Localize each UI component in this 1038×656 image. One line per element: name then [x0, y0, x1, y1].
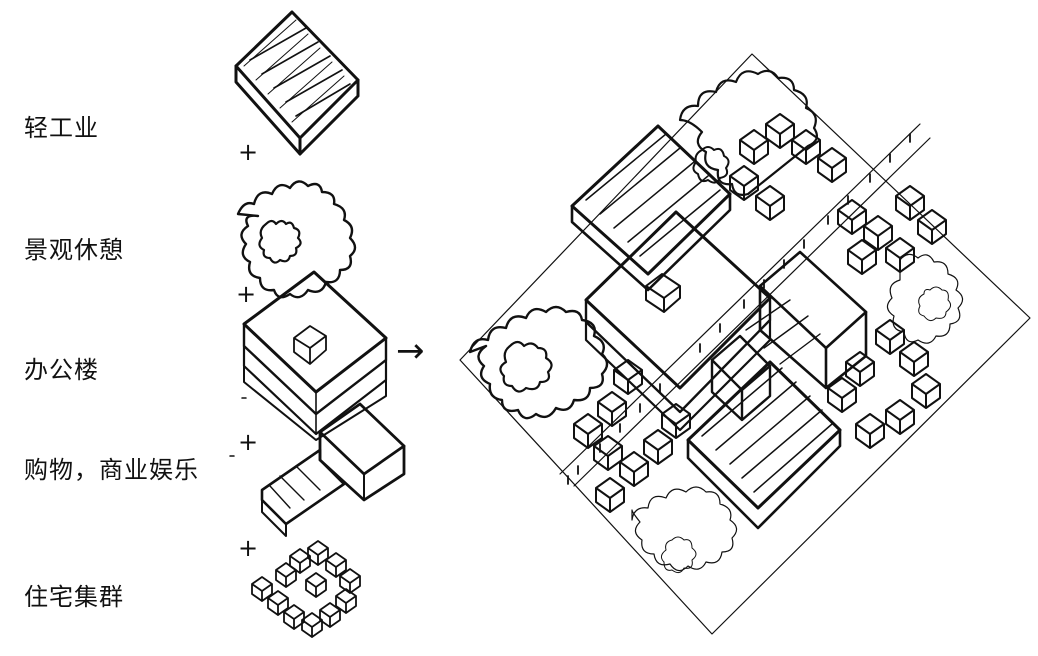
housing-block-drawing: [251, 540, 361, 638]
shopping-block-drawing: [260, 402, 406, 537]
composite-site-drawing: [459, 53, 1031, 635]
label-office-building: 办公楼: [24, 356, 99, 384]
landscape-block-drawing: [236, 180, 357, 299]
industry-block-drawing: [234, 10, 360, 156]
plus-sign-3: +: [238, 428, 259, 456]
plus-sign-1: +: [238, 138, 259, 166]
plus-sign-2: +: [236, 280, 257, 308]
arrow-combine: →: [396, 331, 425, 371]
label-shopping-entertainment: 购物，商业娱乐: [24, 456, 199, 484]
label-light-industry: 轻工业: [24, 114, 99, 142]
label-housing-cluster: 住宅集群: [24, 583, 124, 611]
office-block-drawing: [242, 270, 388, 441]
plus-sign-4: +: [238, 534, 259, 562]
label-landscape-leisure: 景观休憩: [24, 236, 124, 264]
